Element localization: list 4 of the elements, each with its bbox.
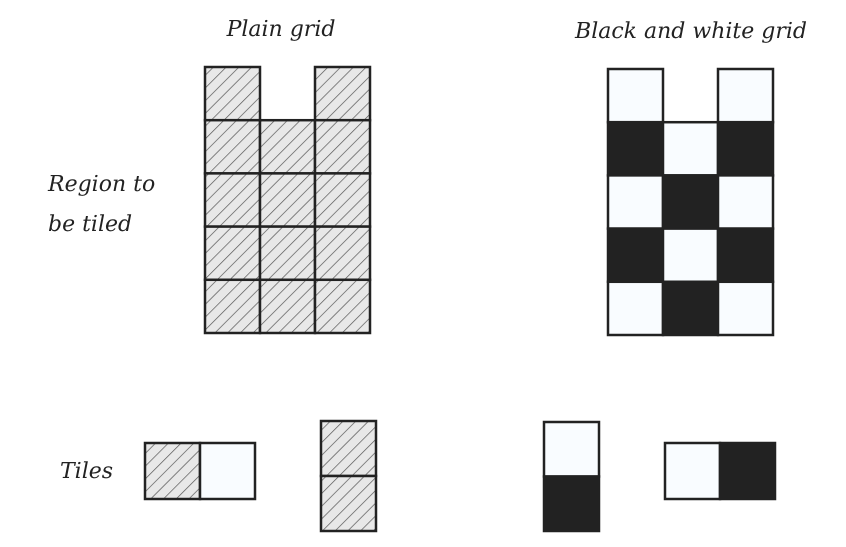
grid-heading: Black and white grid (574, 18, 808, 46)
grid-heading: Plain grid (225, 16, 336, 44)
row-label: Tiles (60, 458, 114, 486)
row-label: Region to be tiled (48, 171, 156, 239)
